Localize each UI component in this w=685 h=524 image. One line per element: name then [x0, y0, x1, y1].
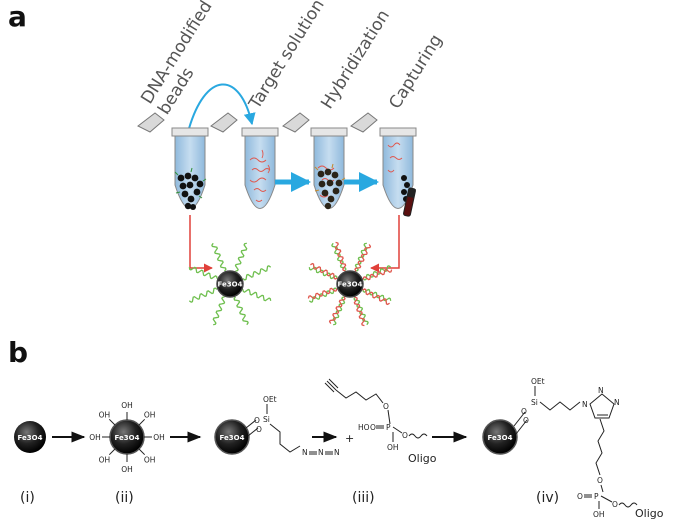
target-dna-strand	[354, 244, 372, 272]
dna-strand	[362, 265, 392, 281]
hydroxyl-label: OH	[153, 433, 165, 442]
bead-label-iv: Fe3O4	[488, 434, 513, 442]
azide-silane-bead: Fe3O4 O O Si OEt N N N	[214, 395, 340, 457]
step-label-target-solution: Target solution	[245, 0, 329, 113]
tube-target-solution	[210, 112, 279, 209]
step-label-hybridization: Hybridization	[317, 6, 394, 112]
dna-strand	[242, 288, 272, 302]
bead-label: Fe3O4	[218, 281, 243, 289]
oxygen-label-3: O	[383, 402, 389, 411]
hydroxyl-label: OH	[121, 465, 133, 474]
bead-label: Fe3O4	[338, 281, 363, 289]
dna-strand	[242, 265, 272, 281]
connector-tube4-to-bead	[370, 215, 400, 273]
azide-n2: N	[318, 448, 324, 457]
dna-strand	[354, 242, 368, 272]
dna-strand	[308, 287, 338, 303]
curved-transfer-arrow	[187, 83, 256, 133]
triazole-n1: N	[582, 400, 588, 409]
dna-strand	[233, 296, 249, 326]
hydroxyl-label: OH	[89, 433, 101, 442]
tube-dna-beads	[137, 112, 209, 210]
oligo-label-iv: Oligo	[635, 507, 664, 520]
dna-strand	[331, 242, 347, 272]
oxygen-label-4: O	[370, 423, 376, 432]
triazole-n3: N	[614, 398, 620, 407]
stage-label-iv: (iv)	[536, 490, 559, 506]
dna-strand	[188, 287, 218, 303]
oxygen-label-7: O	[523, 416, 529, 425]
step-label-capturing: Capturing	[385, 31, 446, 113]
hydroxyl-label: OH	[99, 456, 111, 465]
dna-strand	[211, 242, 227, 272]
oxygen-label-5: O	[402, 431, 408, 440]
azide-n3: N	[334, 448, 340, 457]
bare-bead-i: Fe3O4	[14, 421, 46, 453]
dna-strand	[332, 296, 346, 326]
target-dna-strand	[307, 287, 338, 300]
bead-label-azide: Fe3O4	[220, 434, 245, 442]
ethoxy-label-iv: OEt	[531, 377, 545, 386]
oligo-bead-product-iv: Fe3O4 O O Si OEt N N N O O P OH O Oligo	[482, 377, 664, 520]
magnetic-bead	[336, 270, 364, 298]
hydroxyl-label-iv: OH	[593, 510, 605, 519]
stage-label-i: (i)	[20, 490, 35, 506]
tube-capturing	[350, 112, 417, 209]
dna-strand	[353, 296, 369, 326]
bead-label-ii: Fe3O4	[115, 434, 140, 442]
phosphorus-label: P	[386, 423, 391, 432]
hydroxyl-bond	[108, 418, 116, 426]
dna-strand	[308, 266, 338, 280]
alkyne-oligo-iii: O HO O P OH O Oligo	[324, 378, 437, 465]
hydroxyl-bond	[138, 448, 146, 456]
dna-strand	[362, 288, 392, 302]
stage-label-iii: (iii)	[352, 490, 375, 506]
target-dna-strand	[334, 241, 347, 272]
panel-a-letter: a	[8, 0, 27, 33]
bead-label-i: Fe3O4	[18, 434, 43, 442]
target-dna-strand	[328, 296, 346, 324]
oxygen-label-9: O	[577, 492, 583, 501]
stage-label-ii: (ii)	[115, 490, 134, 506]
dna-strand	[234, 242, 248, 272]
hydroxyl-label: OH	[121, 401, 133, 410]
hydroxylated-bead-ii: Fe3O4 OH OH OH OH OH OH OH OH	[89, 401, 165, 474]
hydroxy-label: HO	[358, 423, 370, 432]
oxygen-label-1: O	[254, 416, 260, 425]
oxygen-label-6: O	[521, 407, 527, 416]
silicon-label: Si	[263, 415, 270, 424]
oligo-label-iii: Oligo	[408, 452, 437, 465]
target-dna-strand	[353, 296, 366, 327]
oxygen-label-10: O	[612, 500, 618, 509]
silicon-label-iv: Si	[531, 398, 538, 407]
azide-n1: N	[302, 448, 308, 457]
oxygen-label-8: O	[597, 476, 603, 485]
phosphorus-label-iv: P	[594, 492, 599, 501]
target-dna-strand	[310, 262, 338, 280]
dna-modified-bead-diagram: Fe3O4	[188, 242, 272, 326]
ethoxy-label: OEt	[263, 395, 277, 404]
hydroxyl-label: OH	[144, 410, 156, 419]
panel-b-letter: b	[8, 336, 28, 369]
hybridized-bead-diagram: Fe3O4	[307, 241, 393, 327]
hydroxyl-bond	[138, 418, 146, 426]
hydroxyl-label: OH	[99, 410, 111, 419]
hydroxyl-bond	[108, 448, 116, 456]
target-dna-strand	[362, 268, 393, 281]
plus-sign: +	[345, 432, 354, 445]
tube-hybridization	[282, 112, 348, 210]
oxygen-label-2: O	[256, 425, 262, 434]
hydroxyl-label-p: OH	[387, 443, 399, 452]
connector-tube1-to-bead	[189, 215, 213, 273]
dna-strand	[188, 266, 218, 280]
magnetic-bead	[216, 270, 244, 298]
dna-strand	[212, 296, 226, 326]
triazole-n2: N	[598, 386, 604, 395]
hydroxyl-label: OH	[144, 456, 156, 465]
magnet-icon	[403, 187, 416, 217]
target-dna-strand	[362, 288, 390, 306]
